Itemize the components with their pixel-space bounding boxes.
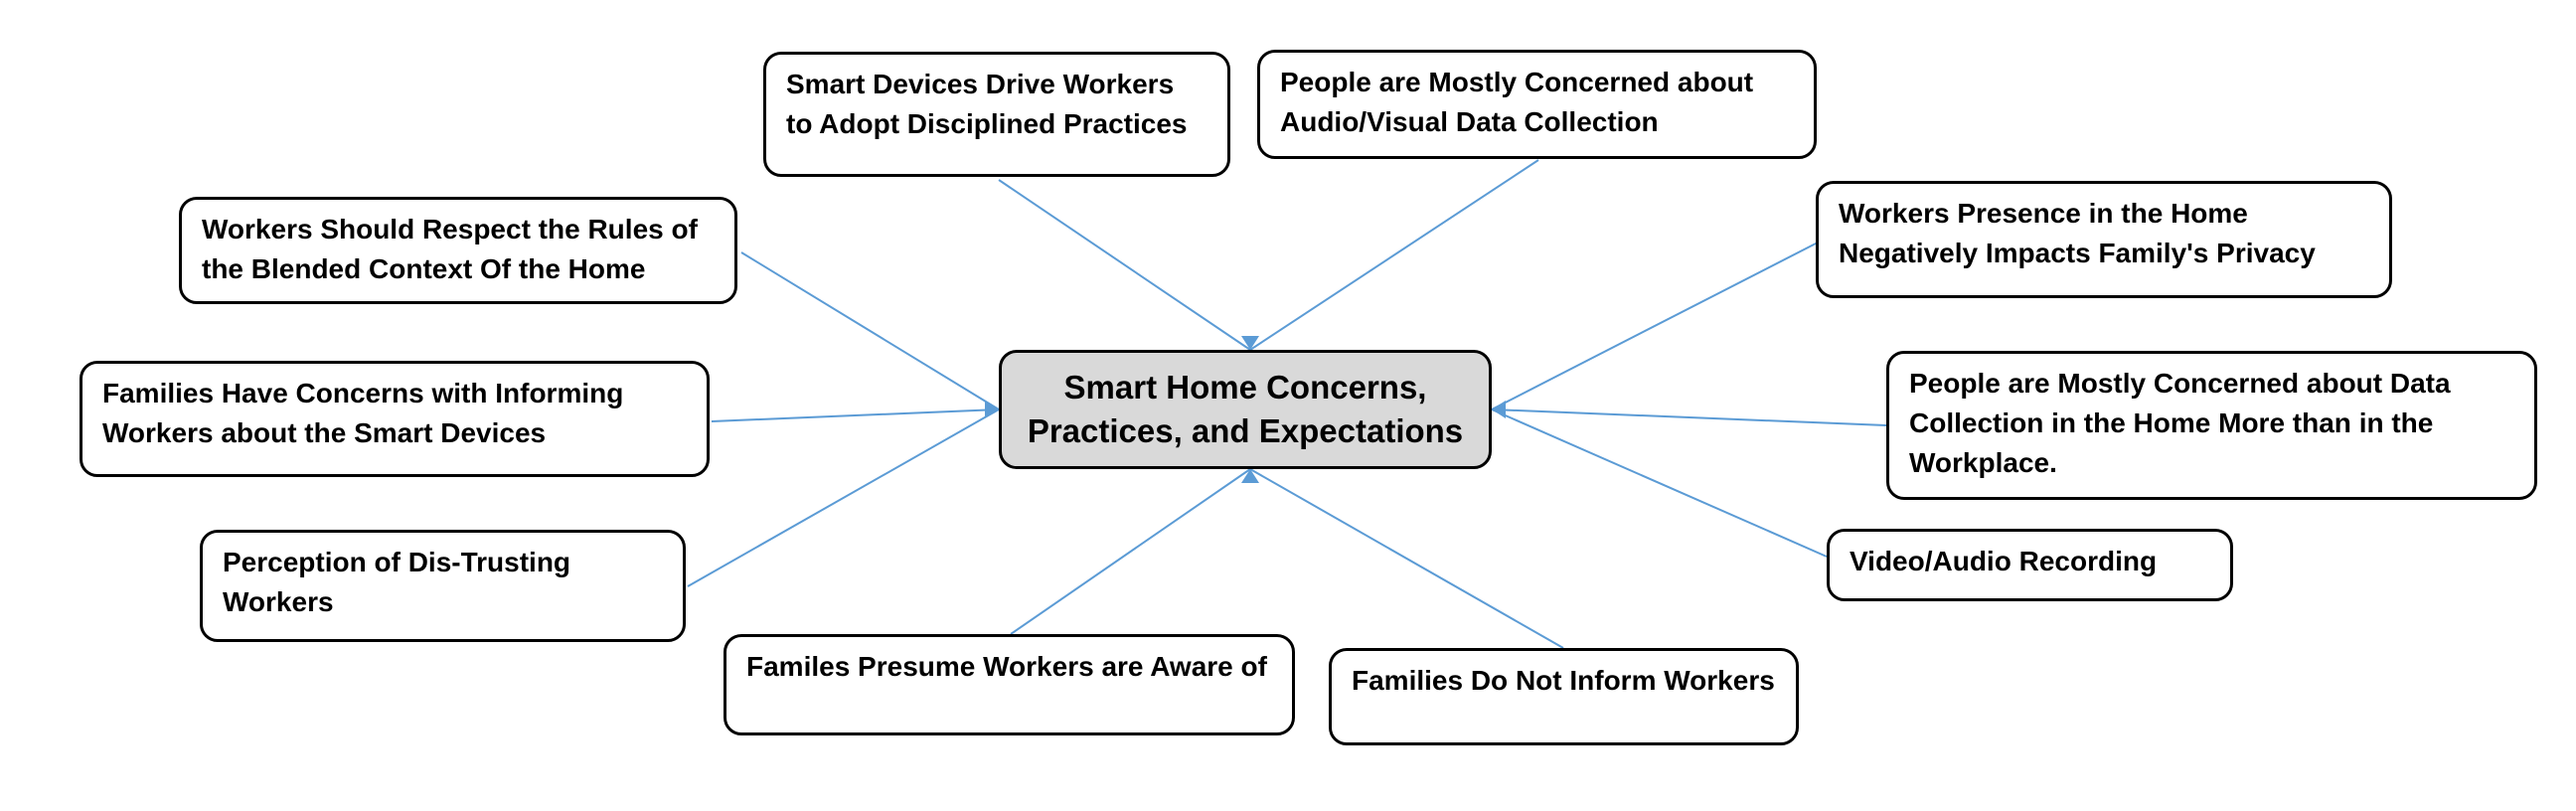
arrowhead-down: [1241, 336, 1259, 350]
node-label: Smart Devices Drive Workers to Adopt Dis…: [786, 69, 1188, 139]
node-label: Workers Presence in the Home Negatively …: [1839, 198, 2316, 268]
connector-line-presume-aware: [1010, 468, 1251, 635]
node-audio-visual-data: People are Mostly Concerned about Audio/…: [1257, 50, 1817, 159]
node-respect-rules: Workers Should Respect the Rules of the …: [179, 197, 737, 304]
connector-line-audio-visual-data: [1249, 159, 1539, 351]
connector-line-presence-privacy: [1491, 242, 1819, 410]
node-dis-trusting: Perception of Dis-Trusting Workers: [200, 530, 686, 642]
connector-line-respect-rules: [740, 251, 1000, 410]
node-informing-concerns: Families Have Concerns with Informing Wo…: [80, 361, 710, 477]
edge-layer: [687, 159, 1887, 649]
center-node-label: Smart Home Concerns, Practices, and Expe…: [1027, 369, 1464, 449]
node-label: People are Mostly Concerned about Data C…: [1909, 368, 2451, 478]
node-label: Families Have Concerns with Informing Wo…: [102, 378, 624, 448]
node-label: Workers Should Respect the Rules of the …: [202, 214, 698, 284]
arrowhead-right: [985, 401, 999, 418]
node-video-audio-recording: Video/Audio Recording: [1827, 529, 2233, 601]
center-node: Smart Home Concerns, Practices, and Expe…: [999, 350, 1492, 469]
node-label: Familes Presume Workers are Aware of: [746, 651, 1267, 682]
node-disciplined-practices: Smart Devices Drive Workers to Adopt Dis…: [763, 52, 1230, 177]
node-do-not-inform: Families Do Not Inform Workers: [1329, 648, 1799, 745]
connector-line-home-vs-workplace: [1491, 408, 1887, 426]
arrowhead-up: [1241, 469, 1259, 483]
node-label: People are Mostly Concerned about Audio/…: [1280, 67, 1754, 137]
connector-line-dis-trusting: [687, 408, 1000, 587]
arrowhead-left: [1492, 401, 1506, 418]
node-presume-aware: Familes Presume Workers are Aware of: [724, 634, 1295, 735]
connector-line-disciplined-practices: [998, 179, 1251, 351]
node-home-vs-workplace: People are Mostly Concerned about Data C…: [1886, 351, 2537, 500]
connector-line-informing-concerns: [711, 408, 1000, 422]
connector-line-video-audio-recording: [1491, 408, 1828, 558]
node-label: Families Do Not Inform Workers: [1352, 665, 1775, 696]
node-presence-privacy: Workers Presence in the Home Negatively …: [1816, 181, 2392, 298]
node-label: Perception of Dis-Trusting Workers: [223, 547, 571, 617]
connector-line-do-not-inform: [1249, 468, 1564, 649]
node-label: Video/Audio Recording: [1850, 546, 2158, 576]
